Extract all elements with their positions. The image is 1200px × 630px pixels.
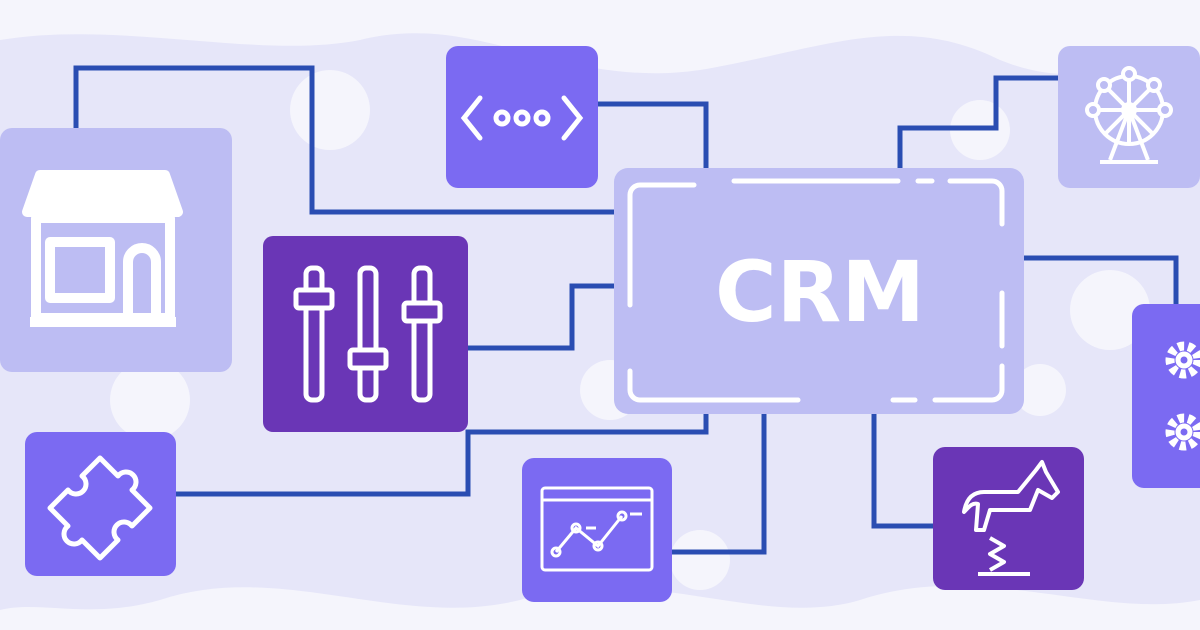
- sliders-icon: [293, 265, 443, 403]
- spring-rider-horse-icon: [962, 460, 1060, 576]
- connector-sliders-crm: [468, 283, 614, 351]
- puzzle-piece-icon: [47, 455, 153, 561]
- connector-gears-crm: [1024, 255, 1179, 304]
- code-brackets-icon: [460, 95, 584, 141]
- node-gears[interactable]: [1132, 304, 1200, 488]
- crm-label: CRM: [715, 243, 925, 341]
- connector-horse-crm: [871, 414, 933, 529]
- gears-icon: [1165, 341, 1200, 451]
- connector-puzzle-crm: [176, 414, 709, 497]
- node-code[interactable]: [446, 46, 598, 188]
- connector-ferris-crm: [897, 75, 1058, 168]
- storefront-icon: [22, 170, 183, 327]
- node-spring-horse[interactable]: [933, 447, 1084, 590]
- node-sliders[interactable]: [263, 236, 468, 432]
- connector-code-crm: [598, 101, 709, 168]
- connector-store-crm: [73, 65, 614, 215]
- connector-chart-crm: [672, 414, 767, 555]
- line-chart-window-icon: [540, 486, 654, 572]
- node-chart[interactable]: [522, 458, 672, 602]
- crm-dashed-frame: [627, 178, 1005, 403]
- node-store[interactable]: [0, 128, 232, 372]
- connector-lines: [73, 65, 1179, 555]
- node-puzzle[interactable]: [25, 432, 176, 576]
- node-crm[interactable]: CRM: [614, 168, 1024, 414]
- node-ferris-wheel[interactable]: [1058, 46, 1200, 188]
- ferris-wheel-icon: [1085, 66, 1173, 164]
